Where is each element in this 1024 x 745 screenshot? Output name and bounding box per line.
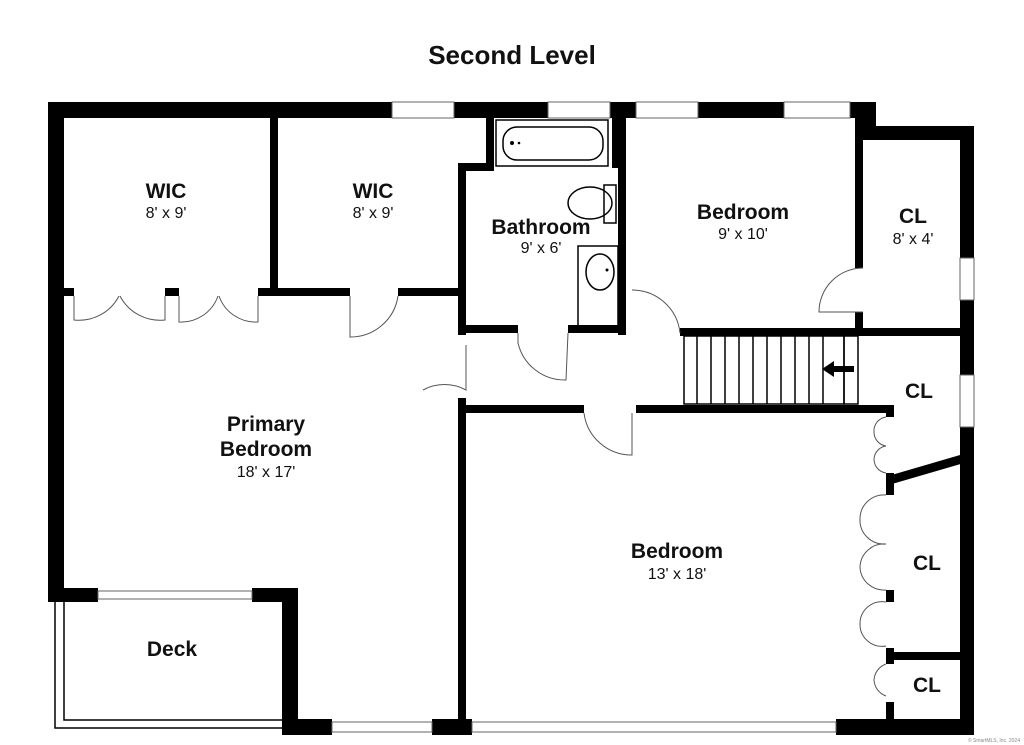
room-name-primary-line1: Primary — [227, 413, 306, 436]
room-dims-primary: 18' x 17' — [237, 464, 296, 481]
room-name-closet-top: CL — [899, 205, 927, 228]
room-name-primary-line2: Bedroom — [220, 438, 312, 461]
room-name-closet-bottom: CL — [913, 674, 941, 697]
windows — [97, 101, 975, 733]
page-title: Second Level — [428, 40, 596, 70]
room-name-bedroom-main: Bedroom — [631, 540, 723, 563]
stair-direction-arrow-icon — [822, 361, 854, 377]
deck-outline — [54, 602, 282, 729]
room-name-deck: Deck — [147, 638, 198, 661]
room-dims-wic-left: 8' x 9' — [146, 205, 187, 222]
room-name-closet-mid: CL — [913, 552, 941, 575]
room-name-bedroom-top: Bedroom — [697, 201, 789, 224]
room-name-bathroom: Bathroom — [491, 216, 590, 239]
room-dims-wic-right: 8' x 9' — [353, 205, 394, 222]
room-name-wic-right: WIC — [353, 180, 394, 203]
interior-walls — [60, 110, 970, 733]
room-dims-bedroom-top: 9' x 10' — [718, 226, 768, 243]
room-name-wic-left: WIC — [146, 180, 187, 203]
staircase — [683, 335, 859, 405]
doors — [73, 267, 887, 697]
bathroom-fixtures — [495, 119, 619, 327]
room-labels: WIC 8' x 9' WIC 8' x 9' Bathroom 9' x 6'… — [146, 180, 942, 697]
room-name-closet-stair: CL — [905, 380, 933, 403]
room-dims-bedroom-main: 13' x 18' — [648, 566, 707, 583]
room-dims-bathroom: 9' x 6' — [521, 240, 562, 257]
copyright-text: © SmartMLS, Inc. 2024 — [968, 737, 1020, 744]
room-dims-closet-top: 8' x 4' — [893, 231, 934, 248]
